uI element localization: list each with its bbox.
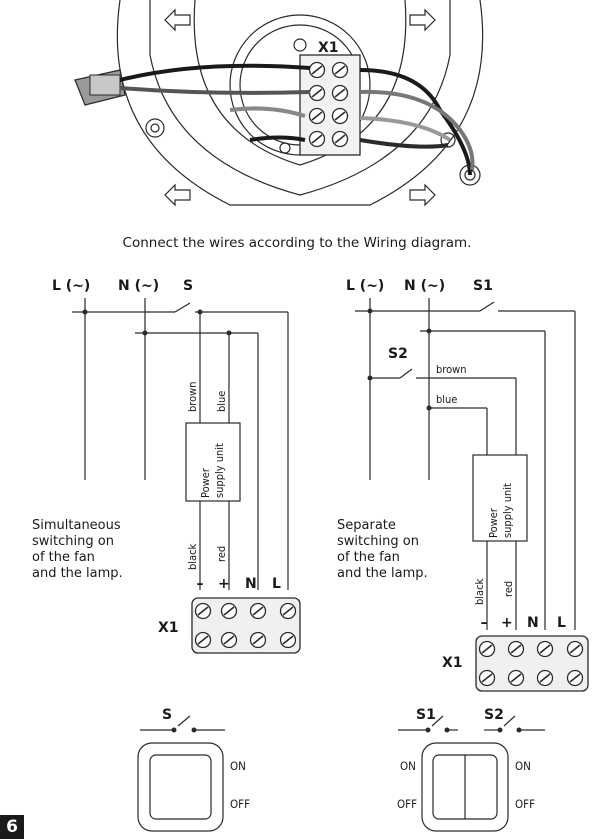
- right-wiring-diagram: L (~) N (~) S1: [346, 278, 589, 692]
- left-off-label: OFF: [230, 797, 250, 811]
- right-note-line-4: and the lamp.: [337, 566, 428, 581]
- left-term-N: N: [245, 576, 257, 592]
- left-note-line-3: of the fan: [32, 550, 95, 565]
- right-term-minus: –: [481, 615, 488, 631]
- left-term-L: L: [272, 576, 281, 592]
- single-wall-switch: [137, 742, 224, 832]
- right-switch-symbol-2-label: S2: [484, 707, 504, 723]
- right-terminal-block-label: X1: [442, 655, 463, 671]
- left-line-N-label: N (~): [118, 278, 159, 294]
- right-switch-S2-label: S2: [388, 346, 408, 362]
- right-switch-symbol-1-label: S1: [416, 707, 436, 723]
- right-switch-symbol-2: [484, 715, 545, 733]
- left-on-label: ON: [230, 759, 246, 773]
- right-note-line-1: Separate: [337, 518, 396, 533]
- right-note-line-3: of the fan: [337, 550, 400, 565]
- left-terminal-block-label: X1: [158, 620, 179, 636]
- right-off-right-label: OFF: [515, 797, 535, 811]
- right-line-L-label: L (~): [346, 278, 384, 294]
- instruction-caption: Connect the wires according to the Wirin…: [123, 235, 472, 251]
- left-switch-S-label: S: [183, 278, 193, 294]
- right-on-right-label: ON: [515, 759, 531, 773]
- right-term-plus: +: [501, 615, 513, 631]
- left-psu-label-1: Power: [199, 467, 212, 498]
- left-switch-symbol-label: S: [162, 707, 172, 723]
- left-note-line-1: Simultaneous: [32, 518, 121, 533]
- right-term-L: L: [557, 615, 566, 631]
- left-wire-black-label: black: [186, 543, 199, 570]
- right-line-N-label: N (~): [404, 278, 445, 294]
- left-note-line-4: and the lamp.: [32, 566, 123, 581]
- left-wire-brown-label: brown: [186, 381, 199, 412]
- right-note-line-2: switching on: [337, 534, 419, 549]
- right-switch-symbol-1: [398, 715, 458, 733]
- right-wire-black-label: black: [473, 578, 486, 605]
- right-psu-label-2: supply unit: [501, 483, 514, 538]
- left-note-line-2: switching on: [32, 534, 114, 549]
- right-off-left-label: OFF: [397, 797, 417, 811]
- left-line-L-label: L (~): [52, 278, 90, 294]
- double-wall-switch: [421, 742, 509, 832]
- right-wire-red-label: red: [502, 581, 515, 597]
- left-wire-red-label: red: [215, 546, 228, 562]
- right-wire-blue-label: blue: [436, 393, 457, 406]
- page-number: 6: [0, 815, 24, 839]
- left-wire-blue-label: blue: [215, 391, 228, 412]
- left-wiring-diagram: L (~) N (~) S: [52, 278, 301, 654]
- right-psu-label-1: Power: [487, 507, 500, 538]
- right-switch-S1-label: S1: [473, 278, 493, 294]
- left-term-minus: –: [197, 576, 204, 592]
- top-terminal-label: X1: [318, 40, 339, 56]
- right-term-N: N: [527, 615, 539, 631]
- right-on-left-label: ON: [400, 759, 416, 773]
- left-psu-label-2: supply unit: [213, 443, 226, 498]
- fan-housing-illustration: [74, 0, 484, 207]
- left-term-plus: +: [218, 576, 230, 592]
- right-wire-brown-label: brown: [436, 363, 467, 376]
- left-switch-symbol: [140, 715, 225, 733]
